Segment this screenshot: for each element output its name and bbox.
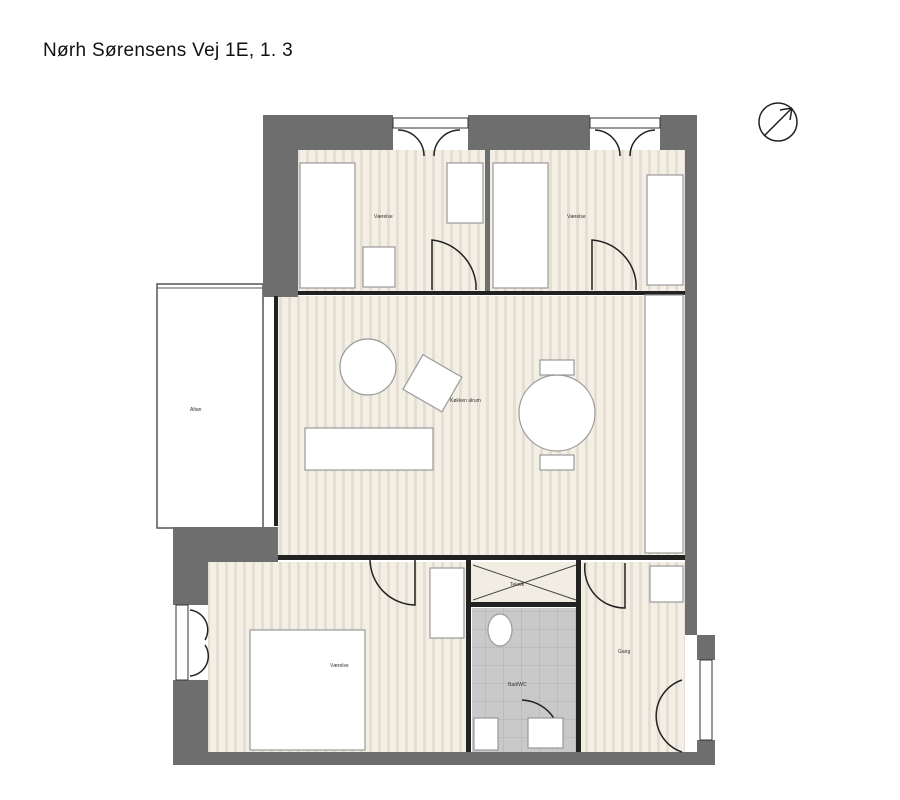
room-label-bedroom-1: Værelse <box>374 214 393 220</box>
doors[interactable] <box>189 239 683 753</box>
kitchen-living-floor <box>278 296 685 555</box>
balcony <box>156 283 264 529</box>
room-label-kitchen-living: Køkken alrum <box>450 398 481 404</box>
window-doors <box>397 129 656 157</box>
walls <box>173 115 715 765</box>
furniture <box>249 162 684 751</box>
inner-walls <box>274 291 685 752</box>
sofa <box>304 427 434 471</box>
windows <box>175 117 713 741</box>
sink <box>527 717 564 749</box>
room-label-bedroom-2: Værelse <box>567 214 586 220</box>
page-title: Nørh Sørensens Vej 1E, 1. 3 <box>43 40 293 61</box>
room-label-bathroom: Bad/WC <box>508 682 527 688</box>
room-label-bedroom-3: Værelse <box>330 663 349 669</box>
room-label-hallway: Gang <box>618 649 630 655</box>
desk-1 <box>446 162 484 224</box>
wardrobe <box>429 567 465 639</box>
side-table <box>339 338 397 396</box>
armchair <box>402 353 463 413</box>
toilet <box>487 613 513 647</box>
double-bed <box>249 629 366 751</box>
compass-north-icon <box>758 102 798 142</box>
desk-2 <box>646 174 684 286</box>
room-label-technical: Teknik <box>510 582 525 588</box>
dining-table <box>518 374 596 452</box>
kitchen-counter <box>644 294 684 554</box>
room-label-balcony: Altan <box>190 407 202 413</box>
bed-2 <box>492 162 549 289</box>
bed-1 <box>299 162 356 289</box>
